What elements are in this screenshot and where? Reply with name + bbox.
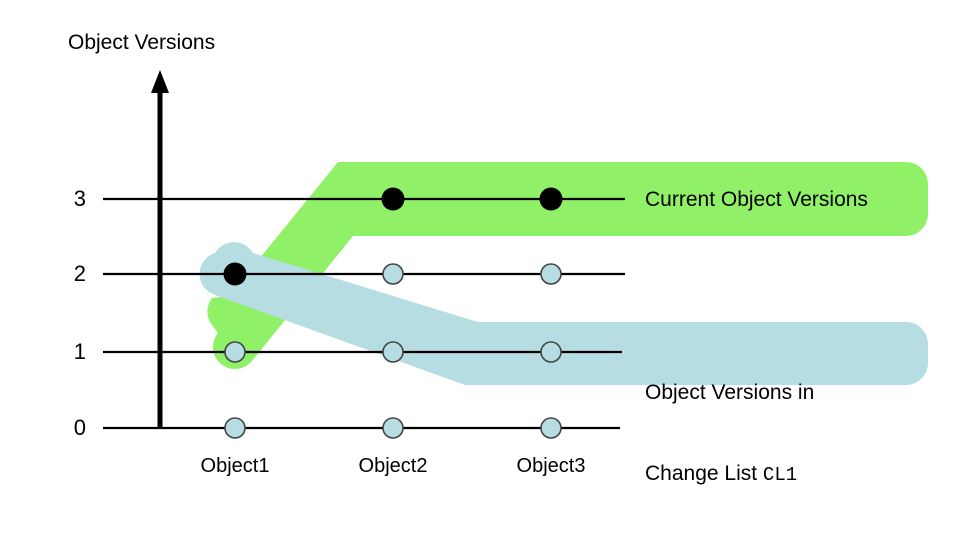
legend-changelist-id: CL1 <box>762 464 798 486</box>
legend-changelist-line2-prefix: Change List <box>645 462 763 485</box>
y-axis-arrowhead <box>151 70 169 93</box>
x-tick-object3: Object3 <box>516 455 586 477</box>
y-axis <box>151 70 169 429</box>
marker-object2-v0 <box>382 417 404 439</box>
version-diagram: Object Versions 3 2 1 0 Object1 Object2 … <box>68 31 929 486</box>
legend-changelist-line2: Change List CL1 <box>645 460 814 489</box>
marker-object2-v2 <box>382 263 404 285</box>
y-tick-2: 2 <box>73 261 86 286</box>
legend-label-current-object-versions: Current Object Versions <box>645 188 868 211</box>
x-tick-object2: Object2 <box>358 455 428 477</box>
marker-object3-v3 <box>539 187 563 211</box>
band-layer <box>199 162 929 385</box>
marker-layer <box>223 187 563 439</box>
changelist-versions-band <box>199 242 929 385</box>
current-versions-band <box>207 162 928 370</box>
version-lines <box>103 197 625 430</box>
marker-object3-v2 <box>540 263 562 285</box>
legend-changelist-line1: Object Versions in <box>645 381 815 404</box>
legend-label-changelist-object-versions: Object Versions in Change List CL1 <box>645 325 814 543</box>
y-tick-1: 1 <box>73 339 86 364</box>
marker-object1-v0 <box>224 417 246 439</box>
y-tick-0: 0 <box>73 415 86 440</box>
marker-object2-v3 <box>381 187 405 211</box>
marker-object1-v1 <box>224 341 246 363</box>
marker-object1-v2 <box>223 262 247 286</box>
x-tick-object1: Object1 <box>200 455 270 477</box>
marker-object3-v0 <box>540 417 562 439</box>
diagram-canvas <box>103 70 929 439</box>
y-tick-3: 3 <box>73 186 86 211</box>
marker-object2-v1 <box>382 341 404 363</box>
axis-title: Object Versions <box>68 31 216 54</box>
marker-object3-v1 <box>540 341 562 363</box>
